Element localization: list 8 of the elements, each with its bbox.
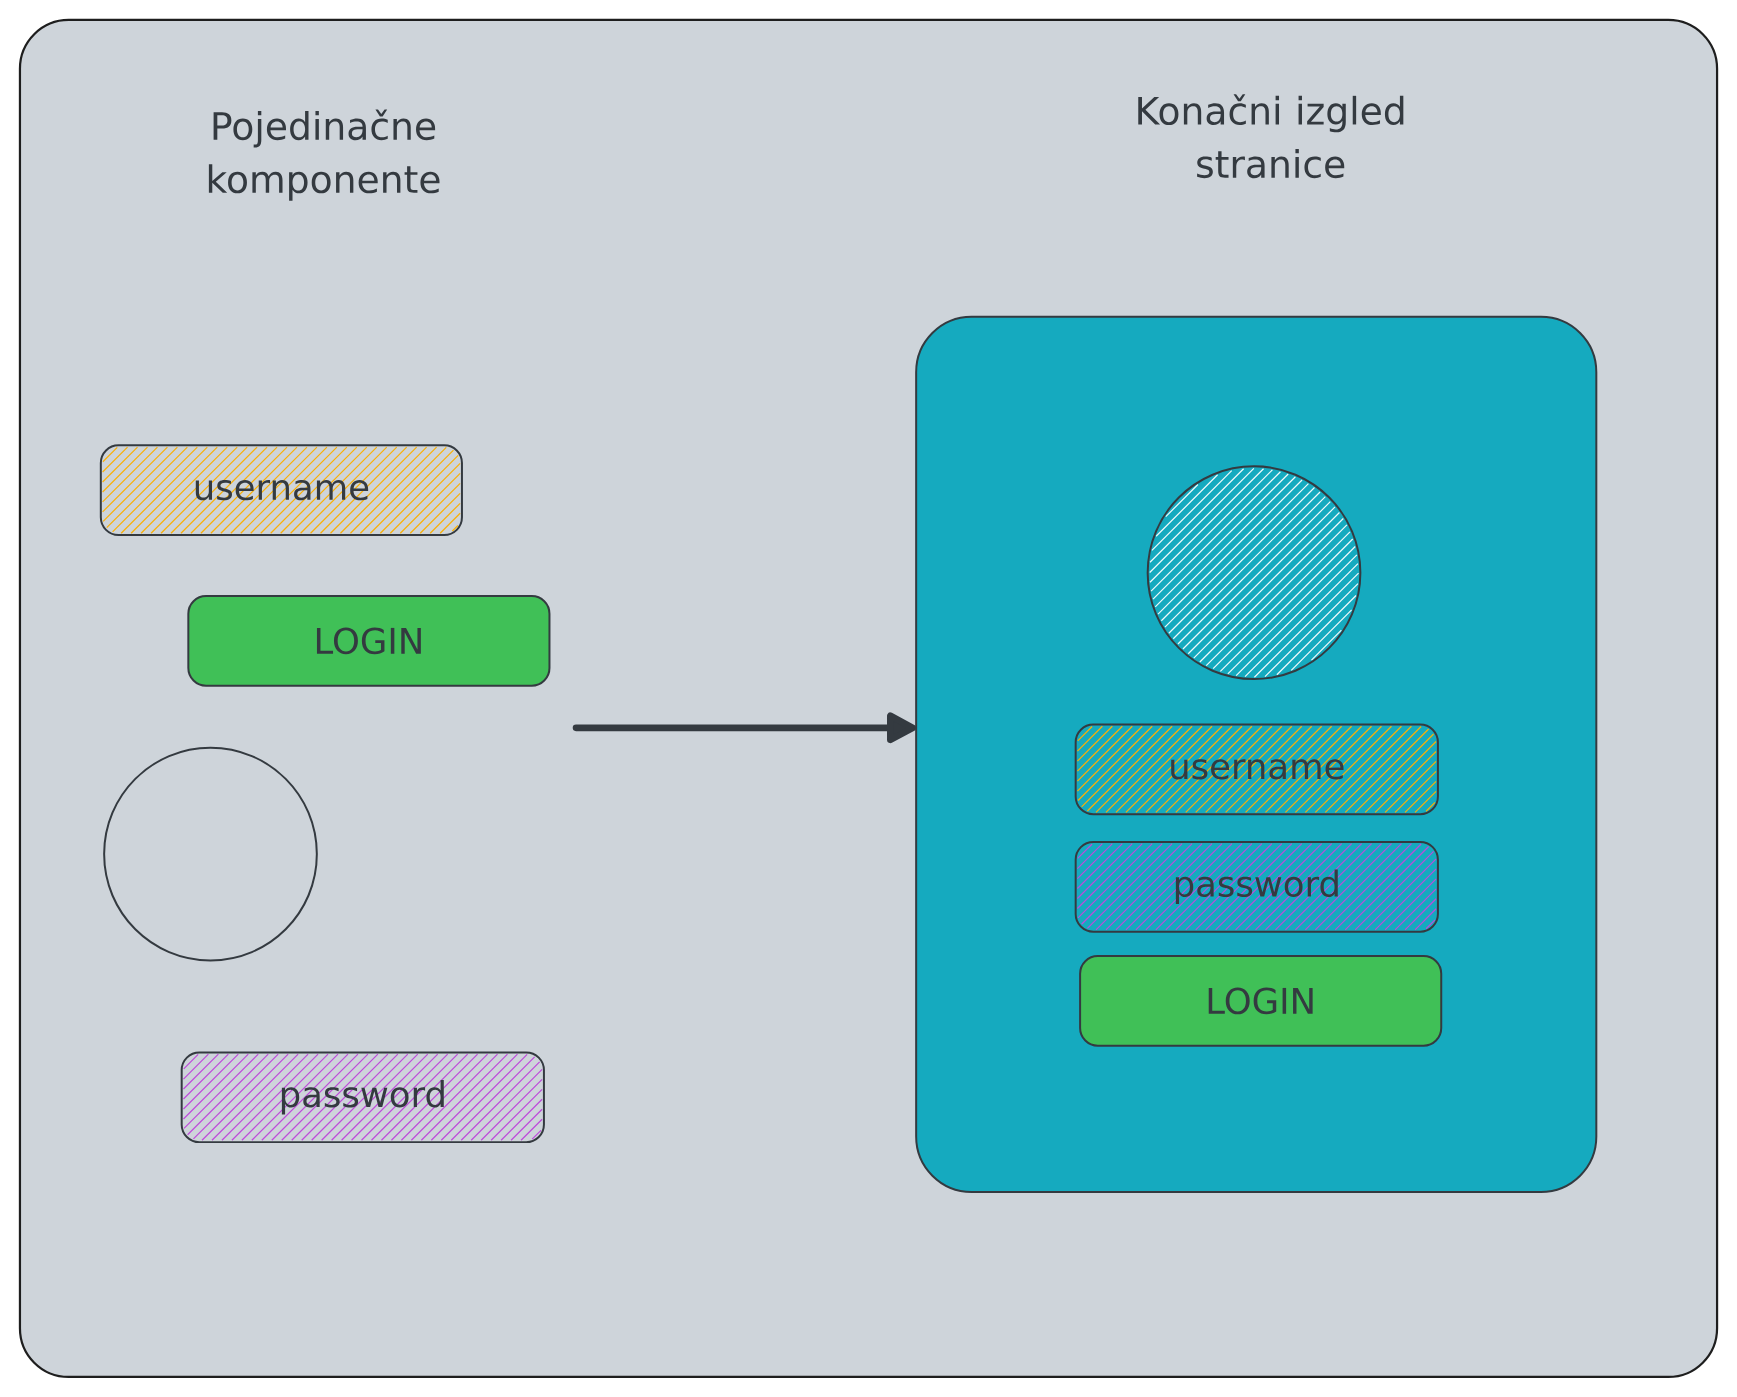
hatched-circle xyxy=(1146,465,1362,681)
button: LOGIN xyxy=(1079,955,1443,1047)
page-mockup xyxy=(915,315,1598,1193)
heading: Konačni izgled stranice xyxy=(1138,94,1404,179)
heading: Pojedinačne komponente xyxy=(208,109,440,201)
arrow xyxy=(572,712,917,744)
empty-circle xyxy=(103,746,318,962)
button: LOGIN xyxy=(187,595,551,687)
